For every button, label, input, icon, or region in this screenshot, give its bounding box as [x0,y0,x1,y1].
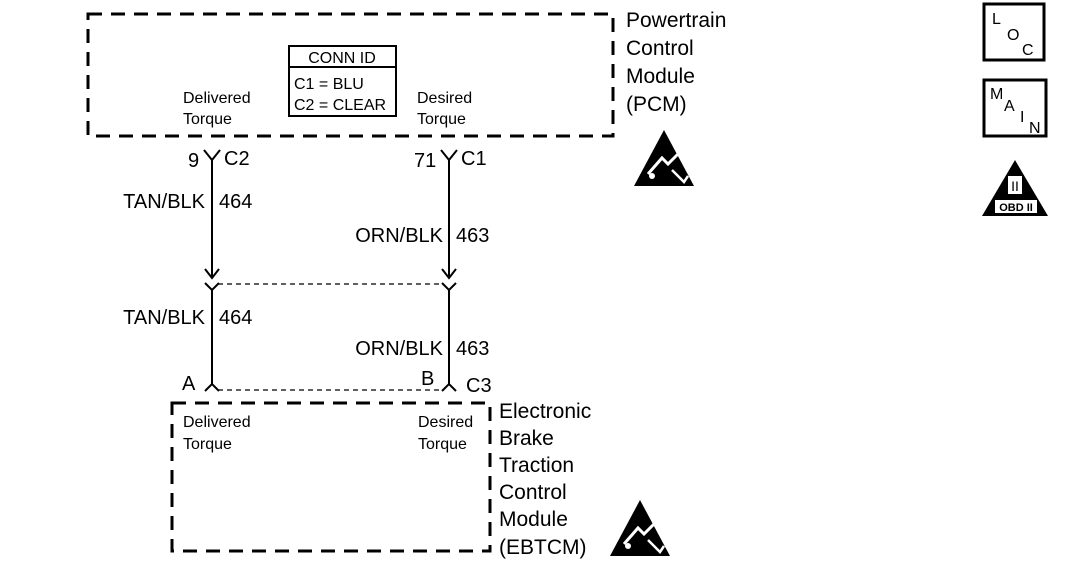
circuit-464-pin: 9 [188,150,199,172]
wire-464 [203,149,221,392]
pcm-name-line-1: Powertrain [626,9,726,32]
circuit-464-lower-number: 464 [219,307,252,329]
conn-id-line-1: C1 = BLU [294,76,364,93]
pcm-name-line-2: Control [626,37,694,60]
ebtcm-module-box [170,401,492,553]
main-letter-m: M [990,86,1003,103]
ebtcm-esd-sensitive-icon [610,500,670,556]
circuit-463-upper-number: 463 [456,225,489,247]
ebtcm-name-line-6: (EBTCM) [499,536,587,559]
loc-letter-o: O [1007,27,1019,44]
circuit-463-lower-label: ORN/BLK [355,338,443,360]
ebtcm-delivered-torque-line-1: Delivered [183,414,251,431]
ebtcm-name-line-5: Module [499,508,568,531]
conn-id-line-2: C2 = CLEAR [294,97,386,114]
ebtcm-name-line-1: Electronic [499,400,591,423]
pcm-name-line-3: Module [626,65,695,88]
circuit-463-upper-label: ORN/BLK [355,225,443,247]
obd-numeral: II [1011,178,1019,194]
ebtcm-desired-torque-line-1: Desired [418,414,473,431]
pcm-esd-sensitive-icon [634,130,694,186]
circuit-463-lower-number: 463 [456,338,489,360]
circuit-464-upper-label: TAN/BLK [123,191,206,213]
circuit-464-connector: C2 [224,148,250,170]
ebtcm-desired-torque-line-2: Torque [418,436,467,453]
circuit-464-upper-number: 464 [219,191,252,213]
conn-id-title: CONN ID [308,50,376,67]
pcm-name-line-4: (PCM) [626,93,687,116]
ebtcm-name-line-2: Brake [499,427,554,450]
circuit-463-terminal: B [421,368,434,390]
main-letter-n: N [1029,120,1041,137]
loc-symbol-icon: L O C [982,2,1046,62]
circuit-464-terminal: A [182,373,196,395]
circuit-464-lower-label: TAN/BLK [123,307,206,329]
circuit-463-connector: C1 [461,148,487,170]
obd-caption: OBD II [999,202,1033,214]
ebtcm-name-line-3: Traction [499,454,574,477]
main-symbol-icon: M A I N [982,78,1048,138]
pcm-desired-torque-line-2: Torque [417,111,466,128]
main-letter-a: A [1004,98,1015,115]
circuit-463-pin: 71 [414,150,436,172]
ebtcm-connector-label: C3 [466,375,492,397]
ebtcm-delivered-torque-line-2: Torque [183,436,232,453]
obd-ii-symbol-icon: II OBD II [982,160,1048,216]
loc-letter-l: L [992,11,1001,28]
wire-463 [440,149,458,392]
main-letter-i: I [1020,109,1024,126]
pcm-desired-torque-line-1: Desired [417,90,472,107]
pcm-delivered-torque-line-2: Torque [183,111,232,128]
pcm-delivered-torque-line-1: Delivered [183,90,251,107]
ebtcm-name-line-4: Control [499,481,567,504]
conn-id-box: CONN ID C1 = BLU C2 = CLEAR [288,45,397,117]
loc-letter-c: C [1022,42,1034,59]
pcm-module-box [86,12,615,138]
